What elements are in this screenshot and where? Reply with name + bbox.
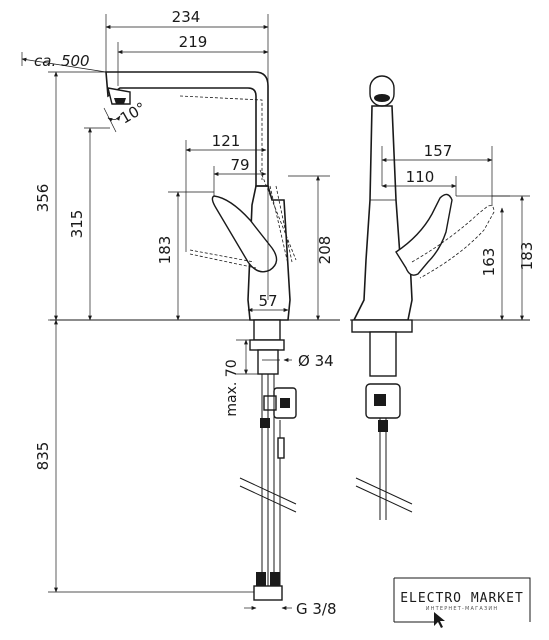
dim-163: 163 [480,248,498,277]
dim-183-right: 183 [518,242,536,271]
dim-line-ca500 [21,57,107,73]
front-lever [395,193,453,276]
dim-234: 234 [172,8,201,26]
hose-fitting-left-2 [277,437,285,459]
bottom-fitting-left-1 [256,572,266,586]
mounting-tube-left [257,349,279,375]
front-lever-alt [411,205,495,279]
dim-183-left: 183 [156,236,174,265]
dim-315: 315 [68,210,86,239]
hose-fitting-left-1 [260,418,270,428]
front-faucet-body [352,105,413,321]
right-view: 157 110 163 183 [350,75,536,520]
faucet-lever [211,195,278,273]
faucet-spout [105,71,269,187]
dim-356: 356 [34,184,52,213]
dim-arc-10deg [107,115,121,122]
electro-market-logo: ELECTRO MARKET ИНТЕРНЕТ-МАГАЗИН [393,577,531,628]
mounting-shank-right [351,319,413,333]
bottom-thread-left [253,585,283,601]
logo-title: ELECTRO MARKET [400,591,524,606]
dim-57: 57 [258,292,277,310]
dim-157: 157 [424,142,453,160]
connector-clip-right [374,394,386,406]
pullout-hose [179,95,263,180]
connector-clip-left [280,398,290,408]
mounting-shank-left [253,319,281,341]
hose-fitting-right [378,420,388,432]
break-mark-left [239,477,297,513]
break-mark-right [355,477,413,513]
lever-angle-line [259,169,297,261]
connector-stub-left [263,395,277,411]
mounting-tube-right [369,331,397,377]
logo-tagline: ИНТЕРНЕТ-МАГАЗИН [426,606,499,612]
dim-dia34: Ø 34 [298,352,334,370]
dim-208: 208 [316,236,334,265]
logo-frame [393,577,531,622]
dim-121: 121 [212,132,241,150]
spout-nozzle [114,98,126,104]
dim-max70: max. 70 [224,359,240,416]
dim-110: 110 [406,168,435,186]
dim-219: 219 [179,33,208,51]
dim-g38: G 3/8 [296,600,337,618]
front-spout-nozzle [374,94,390,102]
dim-835: 835 [34,442,52,471]
bottom-fitting-left-2 [270,572,280,586]
mounting-nut-left [249,339,285,351]
lever-alt-position [189,185,293,269]
dim-79: 79 [230,156,249,174]
left-view: 234 219 ca. 500 10° 356 315 121 79 183 [21,8,340,618]
cursor-icon [434,612,445,628]
dim-ca500: ca. 500 [34,52,90,70]
